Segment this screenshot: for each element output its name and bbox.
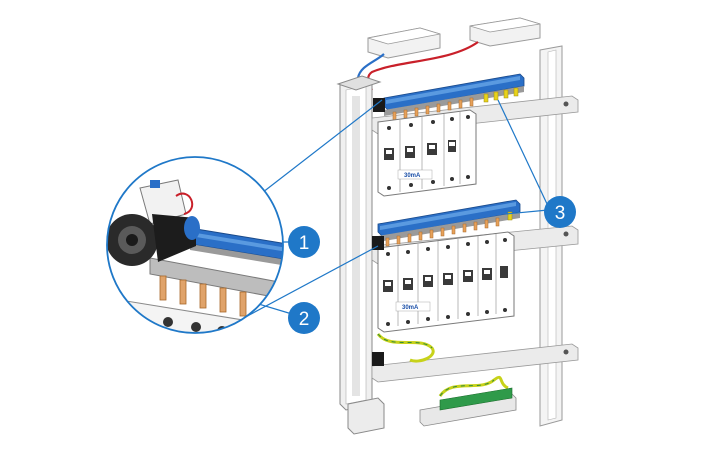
magnifier-circle [106,156,284,334]
neutral-wire [356,53,385,79]
top-breaker-row: 30mA [377,109,477,197]
callout-3-badge [544,196,576,228]
top-busbar-pins [392,97,474,121]
callout-1-badge [288,226,320,258]
live-terminal-block [469,17,541,47]
spare-pins-yellow [483,87,519,103]
callout-2-number: 2 [299,309,310,330]
callout-1: 1 [288,226,320,258]
clamp-bottom [372,352,384,366]
callout-2-badge [288,302,320,334]
earth-bar [419,387,517,427]
rcd-label-top: 30mA [404,173,421,179]
clamp-top [373,98,385,112]
neutral-terminal-block [367,27,441,59]
callout-3: 3 [544,196,576,228]
callout-1-number: 1 [299,233,310,254]
middle-busbar [377,199,521,242]
clamp-middle [372,236,384,250]
rcd-label-middle: 30mA [402,305,419,311]
callout-2: 2 [288,302,320,334]
middle-busbar-pins [385,217,500,247]
callout-lines [239,99,549,321]
callout-3-number: 3 [555,203,566,224]
middle-breaker-row: 30mA [377,231,515,333]
din-rail-bottom [371,343,579,383]
earth-wire-upper [376,332,435,363]
